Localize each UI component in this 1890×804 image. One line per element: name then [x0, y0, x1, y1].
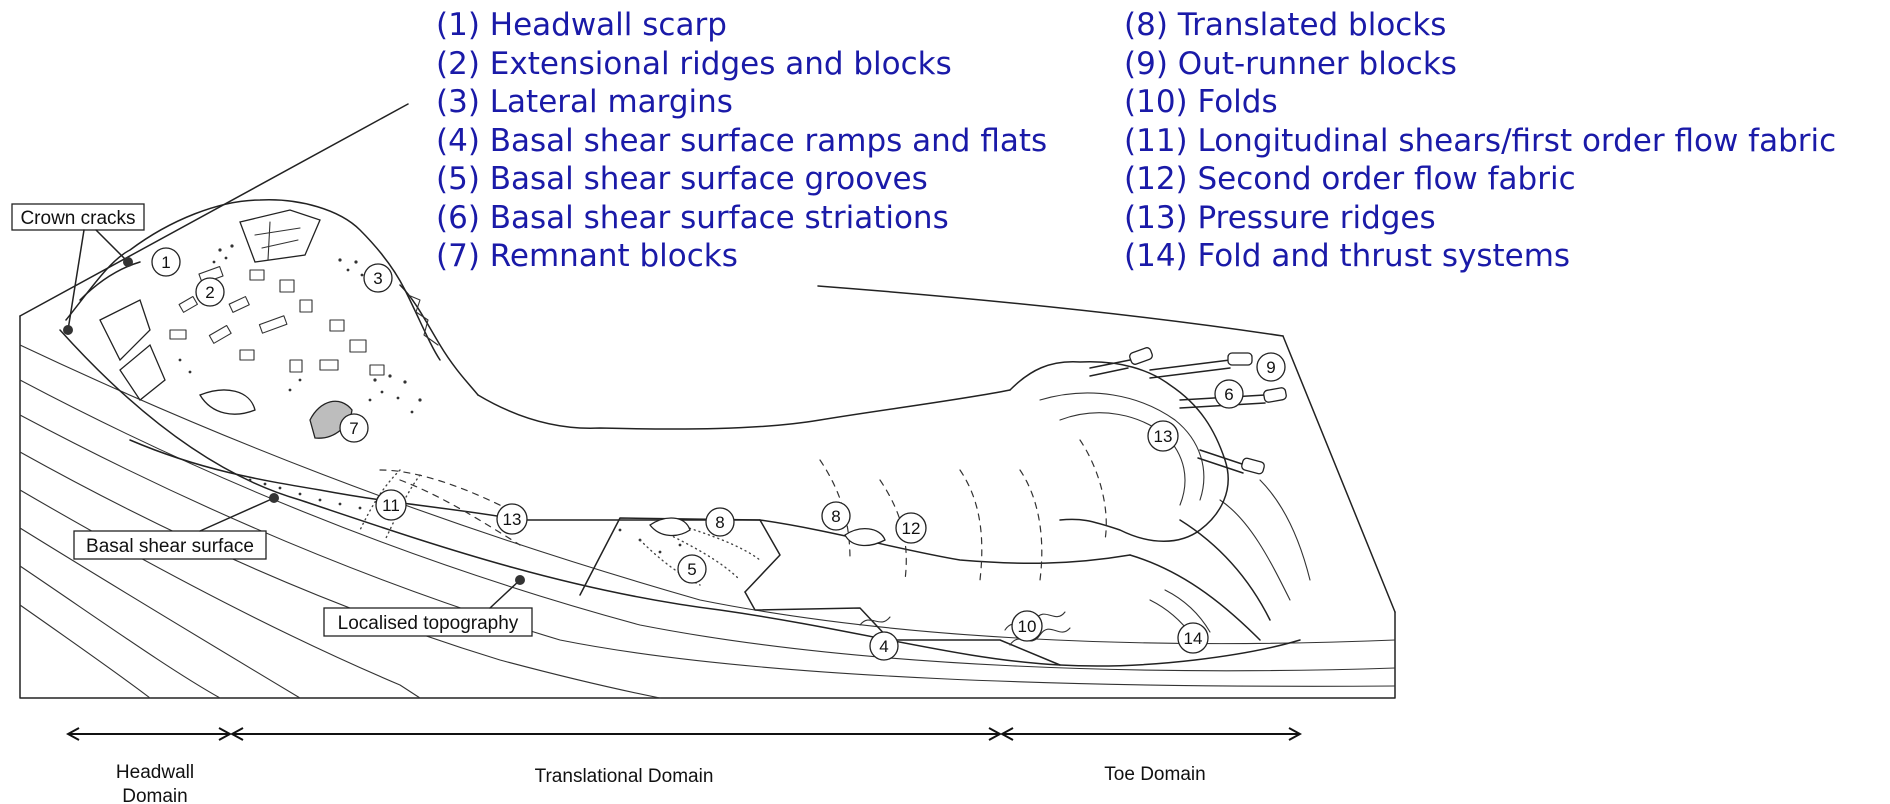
- headwall-domain-label-line2: Domain: [122, 786, 187, 804]
- legend-item-10: (10) Folds: [1124, 83, 1836, 122]
- marker-14: 14: [1178, 623, 1208, 653]
- legend-right: (8) Translated blocks (9) Out-runner blo…: [1124, 6, 1836, 276]
- svg-text:12: 12: [902, 519, 921, 538]
- svg-text:6: 6: [1224, 385, 1233, 404]
- marker-13a: 13: [497, 504, 527, 534]
- svg-text:Basal shear surface: Basal shear surface: [86, 536, 254, 557]
- legend-item-14: (14) Fold and thrust systems: [1124, 237, 1836, 276]
- marker-4: 4: [870, 632, 898, 660]
- svg-text:14: 14: [1184, 629, 1203, 648]
- marker-1: 1: [152, 248, 180, 276]
- marker-2: 2: [196, 278, 224, 306]
- svg-text:10: 10: [1018, 617, 1037, 636]
- svg-text:1: 1: [161, 253, 170, 272]
- legend-item-13: (13) Pressure ridges: [1124, 199, 1836, 238]
- marker-9: 9: [1257, 353, 1285, 381]
- toe-domain-label: Toe Domain: [1104, 764, 1205, 785]
- marker-8b: 8: [822, 502, 850, 530]
- legend-item-11: (11) Longitudinal shears/first order flo…: [1124, 122, 1836, 161]
- legend-left: (1) Headwall scarp (2) Extensional ridge…: [436, 6, 1047, 276]
- legend-item-12: (12) Second order flow fabric: [1124, 160, 1836, 199]
- marker-11: 11: [376, 490, 406, 520]
- svg-text:11: 11: [382, 496, 400, 515]
- svg-text:Crown cracks: Crown cracks: [20, 208, 135, 229]
- svg-text:2: 2: [205, 283, 214, 302]
- svg-text:9: 9: [1266, 358, 1275, 377]
- marker-12: 12: [896, 513, 926, 543]
- svg-text:7: 7: [349, 419, 358, 438]
- marker-10: 10: [1012, 611, 1042, 641]
- marker-5: 5: [678, 555, 706, 583]
- marker-3: 3: [364, 264, 392, 292]
- svg-text:13: 13: [1154, 427, 1173, 446]
- marker-6: 6: [1215, 380, 1243, 408]
- svg-text:5: 5: [687, 560, 696, 579]
- translational-domain-label: Translational Domain: [535, 766, 714, 787]
- legend-item-2: (2) Extensional ridges and blocks: [436, 45, 1047, 84]
- legend-item-3: (3) Lateral margins: [436, 83, 1047, 122]
- marker-8a: 8: [706, 508, 734, 536]
- legend-item-1: (1) Headwall scarp: [436, 6, 1047, 45]
- legend-item-6: (6) Basal shear surface striations: [436, 199, 1047, 238]
- svg-text:Localised topography: Localised topography: [338, 613, 519, 634]
- svg-text:13: 13: [503, 510, 522, 529]
- marker-13b: 13: [1148, 421, 1178, 451]
- legend-item-9: (9) Out-runner blocks: [1124, 45, 1836, 84]
- legend-item-4: (4) Basal shear surface ramps and flats: [436, 122, 1047, 161]
- marker-7: 7: [340, 414, 368, 442]
- svg-text:8: 8: [715, 513, 724, 532]
- svg-text:8: 8: [831, 507, 840, 526]
- basal-shear-surface-callout: Basal shear surface: [74, 493, 279, 559]
- svg-text:3: 3: [373, 269, 382, 288]
- svg-text:4: 4: [879, 637, 888, 656]
- headwall-domain-label-line1: Headwall: [116, 762, 194, 783]
- legend-item-5: (5) Basal shear surface grooves: [436, 160, 1047, 199]
- legend-item-7: (7) Remnant blocks: [436, 237, 1047, 276]
- legend-item-8: (8) Translated blocks: [1124, 6, 1836, 45]
